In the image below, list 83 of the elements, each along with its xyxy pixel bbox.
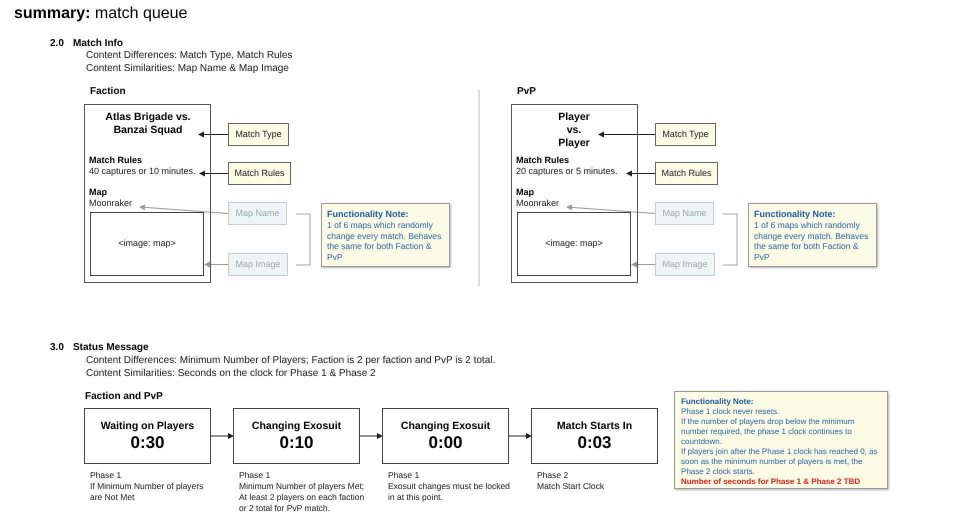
phase-caption: If Minimum Number of players are Not Met — [90, 481, 204, 503]
phase-caption: Minimum Number of players Met; At least 2 players on each faction or 2 total for PvP match. — [239, 481, 366, 514]
arrow — [198, 132, 228, 138]
arrow — [360, 433, 383, 439]
arrow — [508, 433, 532, 439]
arrow — [626, 170, 656, 176]
callout-box — [655, 202, 714, 225]
note-box — [321, 203, 450, 267]
field-value: Moonraker — [516, 198, 560, 209]
note-body: 1 of 6 maps which randomly change every match. Behaves the same for both Faction & PvP — [754, 220, 870, 262]
field-heading: Map — [516, 187, 535, 198]
field-value: 20 captures or 5 minutes. — [516, 166, 619, 177]
panel-heading: Faction — [90, 86, 126, 98]
section-heading: 2.0 — [50, 38, 64, 50]
match-type-text: Atlas Brigade vs. Banzai Squad — [104, 111, 192, 137]
panel-heading: PvP — [517, 86, 536, 98]
arrow — [204, 262, 228, 268]
field-value: Moonraker — [89, 198, 134, 209]
field-heading: Match Rules — [516, 155, 570, 166]
note-text: If the number of players drop below the minimum number required, the phase 1 clock continues to countdown. — [681, 417, 856, 447]
image-placeholder-field: <image: map> — [90, 212, 204, 276]
callout-text: Map Image — [235, 258, 281, 271]
phase-caption: Exosuit changes must be locked in at this point. — [388, 481, 511, 503]
step-timer: 0:00 — [428, 432, 463, 452]
callout-box — [228, 162, 291, 185]
callout-text: Match Rules — [234, 166, 285, 180]
match-type-text: Player vs. Player — [557, 111, 591, 150]
status-step-box — [84, 408, 211, 464]
section-heading: Faction and PvP — [85, 391, 163, 403]
field-heading: Map — [89, 187, 108, 198]
arrow — [139, 204, 228, 214]
callout-text: Map Name — [235, 206, 280, 220]
step-title: Waiting on Players — [100, 420, 194, 432]
section-heading: Match Info — [73, 38, 123, 50]
note-heading: Functionality Note: — [327, 209, 410, 220]
status-step-box — [531, 408, 658, 464]
section-heading: Status Message — [73, 342, 149, 354]
field-value: 40 captures or 10 minutes. — [89, 166, 197, 177]
phase-caption: Phase 2 — [537, 470, 570, 481]
callout-text: Match Type — [235, 128, 282, 141]
section-note: Content Similarities: Map Name & Map Image — [86, 63, 289, 75]
arrow — [199, 170, 228, 176]
note-body: 1 of 6 maps which randomly change every match. Behaves the same for both Faction & PvP — [327, 220, 442, 262]
callout-box — [655, 253, 715, 276]
section-heading: 3.0 — [50, 342, 64, 354]
step-timer: 0:30 — [130, 432, 165, 452]
arrow — [598, 132, 656, 138]
callout-box — [655, 123, 716, 146]
arrow — [566, 204, 656, 214]
arrow — [210, 433, 234, 439]
note-text: If players join after the Phase 1 clock has reached 0, as soon as the minimum number of players is met, the Phase 2 clock starts. — [681, 447, 879, 477]
status-step-box — [233, 408, 360, 464]
callout-box — [655, 162, 718, 185]
page-title: summary: match queue — [14, 4, 188, 24]
callout-text: Match Rules — [661, 166, 712, 180]
phase-caption: Phase 1 — [388, 470, 420, 481]
note-heading: Functionality Note: — [754, 209, 836, 220]
field-heading: Match Rules — [89, 155, 144, 166]
step-timer: 0:10 — [279, 432, 314, 452]
phase-caption: Phase 1 — [90, 470, 122, 481]
phase-caption: Match Start Clock — [537, 481, 606, 492]
note-text: Phase 1 clock never resets. — [681, 407, 780, 417]
section-note: Content Similarities: Seconds on the clock for Phase 1 & Phase 2 — [86, 368, 376, 380]
section-note: Content Differences: Minimum Number of Players; Faction is 2 per faction and PvP is 2 total. — [86, 355, 496, 367]
status-step-box — [382, 408, 509, 464]
phase-caption: Phase 1 — [239, 470, 272, 481]
step-title: Changing Exosuit — [252, 420, 342, 432]
callout-box — [228, 253, 288, 276]
note-heading: Functionality Note: — [681, 397, 754, 407]
step-title: Match Starts In — [556, 420, 632, 432]
callout-box — [228, 123, 289, 146]
callout-box — [228, 202, 287, 225]
step-timer: 0:03 — [577, 432, 612, 452]
callout-text: Map Image — [662, 258, 708, 271]
note-box — [748, 203, 877, 267]
callout-text: Match Type — [662, 128, 709, 141]
step-title: Changing Exosuit — [400, 420, 490, 432]
note-box — [674, 391, 888, 489]
callout-text: Map Name — [662, 206, 706, 220]
image-placeholder-field: <image: map> — [517, 212, 631, 276]
section-note: Content Differences: Match Type, Match Rules — [86, 50, 292, 62]
note-warning: Number of seconds for Phase 1 & Phase 2 TBD — [681, 477, 862, 487]
arrow — [631, 262, 656, 268]
